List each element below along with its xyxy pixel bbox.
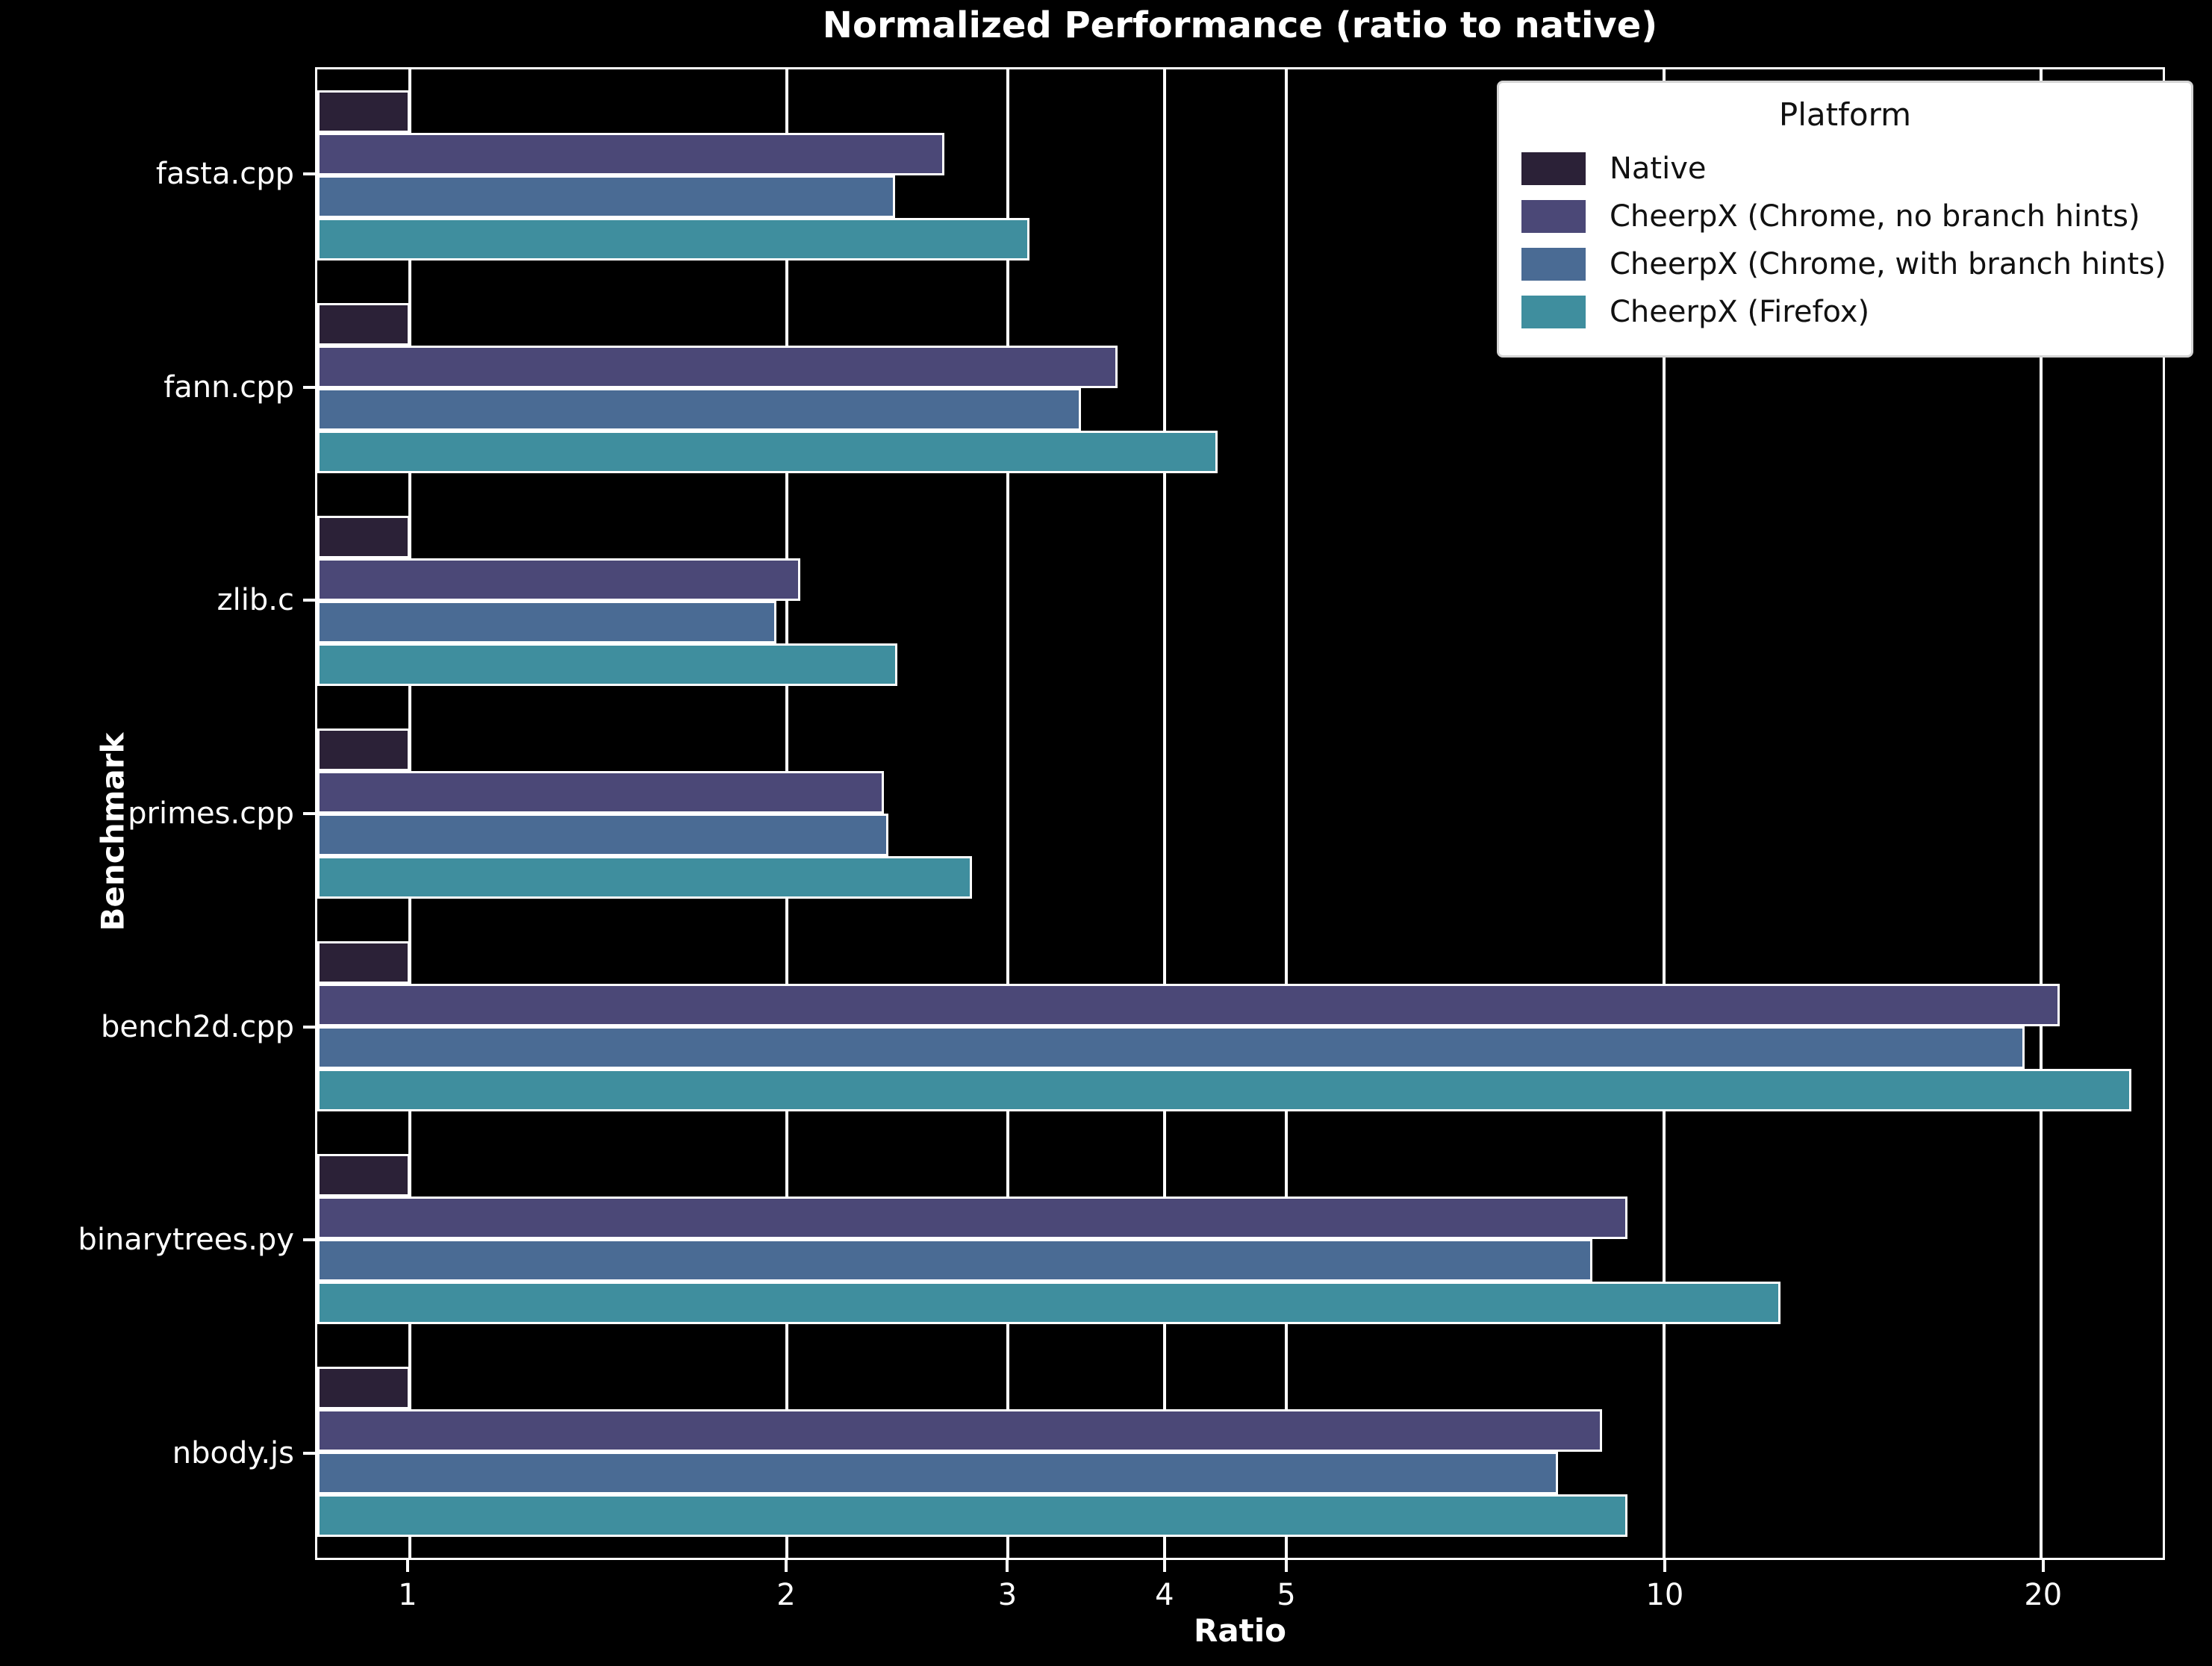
x-tick-mark: [1006, 1560, 1009, 1572]
bar-group: [317, 940, 2163, 1111]
bar-group: [317, 1366, 2163, 1537]
bar: [317, 1494, 1628, 1537]
legend-title: Platform: [1778, 96, 1912, 133]
y-axis-label: Benchmark: [94, 732, 131, 932]
y-tick-label: primes.cpp: [128, 796, 294, 831]
bar-group: [317, 729, 2163, 899]
bar: [317, 1196, 1628, 1239]
bar: [317, 983, 2060, 1026]
legend-entry: CheerpX (Firefox): [1521, 288, 2169, 336]
y-tick-label: zlib.c: [216, 583, 294, 618]
gridline: [1662, 69, 1666, 1558]
bar: [317, 1026, 2025, 1069]
bar: [317, 388, 1081, 431]
bar: [317, 601, 776, 644]
legend-entry: CheerpX (Chrome, with branch hints): [1521, 240, 2169, 288]
bar: [317, 1238, 1592, 1282]
bar: [317, 855, 973, 899]
bar: [317, 431, 1218, 474]
gridline: [1163, 69, 1167, 1558]
y-tick-mark: [303, 812, 315, 815]
legend-swatch: [1521, 200, 1586, 233]
legend-label: CheerpX (Chrome, with branch hints): [1610, 247, 2166, 281]
bar-group: [317, 516, 2163, 687]
bar: [317, 558, 801, 602]
bar: [317, 940, 410, 984]
legend-entry: CheerpX (Chrome, no branch hints): [1521, 193, 2169, 240]
x-tick-label: 20: [2024, 1578, 2063, 1612]
x-tick-label: 1: [398, 1578, 417, 1612]
x-tick-mark: [1162, 1560, 1166, 1572]
x-tick-label: 2: [776, 1578, 796, 1612]
x-tick-label: 5: [1277, 1578, 1296, 1612]
gridline: [1284, 69, 1288, 1558]
x-tick-label: 10: [1645, 1578, 1684, 1612]
x-tick-mark: [2041, 1560, 2045, 1572]
x-tick-mark: [1663, 1560, 1666, 1572]
bar: [317, 1451, 1559, 1494]
gridline: [2040, 69, 2043, 1558]
bar: [317, 729, 410, 772]
bar: [317, 303, 410, 346]
x-axis-label: Ratio: [1193, 1612, 1287, 1649]
x-tick-mark: [1285, 1560, 1288, 1572]
bar: [317, 1068, 2131, 1111]
x-tick-label: 4: [1155, 1578, 1174, 1612]
bar: [317, 175, 896, 219]
chart-title: Normalized Performance (ratio to native): [822, 4, 1658, 46]
bar: [317, 218, 1029, 261]
bar: [317, 1153, 410, 1197]
bar: [317, 516, 410, 559]
x-tick-label: 3: [997, 1578, 1018, 1612]
y-tick-mark: [303, 385, 315, 389]
bar-group: [317, 303, 2163, 474]
legend-entry: Native: [1521, 145, 2169, 193]
bar: [317, 133, 945, 176]
legend-swatch: [1521, 248, 1586, 281]
bar: [317, 643, 898, 687]
bar-group: [317, 90, 2163, 261]
y-tick-label: fasta.cpp: [155, 156, 294, 191]
bar: [317, 813, 889, 856]
bar: [317, 346, 1118, 389]
legend-swatch: [1521, 152, 1586, 185]
y-tick-mark: [303, 1238, 315, 1242]
y-tick-label: nbody.js: [172, 1436, 294, 1471]
y-tick-mark: [303, 1025, 315, 1029]
bar: [317, 1281, 1781, 1324]
bar: [317, 1366, 410, 1409]
x-tick-mark: [406, 1560, 410, 1572]
y-tick-label: bench2d.cpp: [100, 1009, 294, 1044]
gridline: [1006, 69, 1010, 1558]
y-tick-mark: [303, 172, 315, 175]
legend-swatch: [1521, 296, 1586, 328]
x-tick-mark: [784, 1560, 788, 1572]
y-tick-label: binarytrees.py: [78, 1223, 294, 1258]
legend-label: CheerpX (Firefox): [1610, 295, 1870, 329]
legend-label: Native: [1610, 152, 1707, 186]
bar: [317, 1408, 1602, 1452]
y-tick-mark: [303, 599, 315, 602]
y-tick-label: fann.cpp: [163, 369, 294, 405]
bar: [317, 90, 410, 134]
bar-group: [317, 1153, 2163, 1324]
legend-label: CheerpX (Chrome, no branch hints): [1610, 199, 2140, 234]
bar: [317, 771, 885, 814]
y-tick-mark: [303, 1452, 315, 1456]
